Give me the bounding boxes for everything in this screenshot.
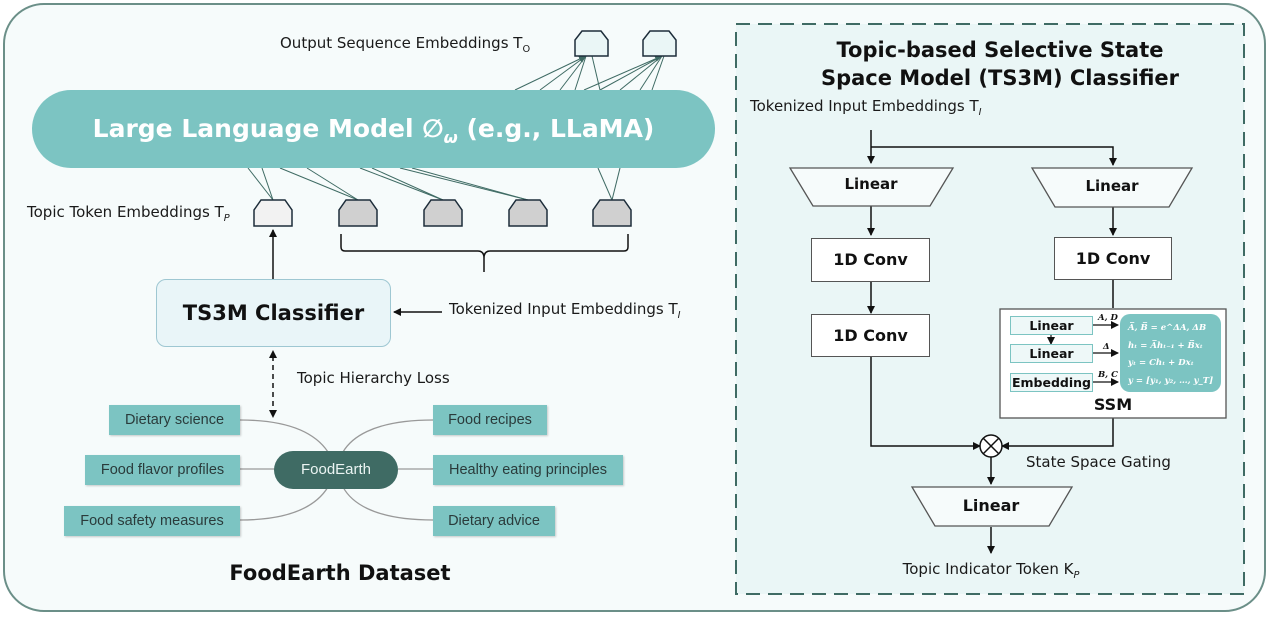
llm-block: Large Language Model ∅ω (e.g., LLaMA) <box>32 90 715 168</box>
token-llm-connections <box>247 167 621 201</box>
ssm-linear-2: Linear <box>1010 344 1093 363</box>
input-token-4 <box>592 199 632 227</box>
output-token-1 <box>574 30 609 57</box>
ts3m-title-line2: Space Model (TS3M) Classifier <box>820 66 1180 90</box>
topic-healthy-eating: Healthy eating principles <box>433 455 623 485</box>
output-token-2 <box>642 30 677 57</box>
ssm-arrows <box>1047 321 1119 386</box>
dataset-caption: FoodEarth Dataset <box>229 561 451 585</box>
ssm-eq-3: yₜ = Chₜ + Dxₜ <box>1128 358 1194 368</box>
ssm-arrow-label-delta: Δ <box>1103 342 1110 352</box>
loss-arrow-down <box>269 410 277 418</box>
topic-food-safety-measures: Food safety measures <box>64 506 240 536</box>
ts3m-title-line1: Topic-based Selective State <box>836 38 1164 62</box>
ssm-equations: A̅, B̅ = e^ΔA, ΔB hₜ = A̅hₜ₋₁ + B̅xₜ yₜ … <box>1120 314 1221 392</box>
topic-dietary-advice: Dietary advice <box>433 506 555 536</box>
left-conv1-block: 1D Conv <box>811 238 930 282</box>
left-linear-shape <box>788 167 955 207</box>
ts3m-classifier-block: TS3M Classifier <box>156 279 391 347</box>
state-space-gating-label: State Space Gating <box>1026 453 1171 471</box>
ssm-eq-1: A̅, B̅ = e^ΔA, ΔB <box>1128 323 1207 333</box>
final-linear-label: Linear <box>962 496 1020 515</box>
mindmap-connectors <box>239 419 434 521</box>
output-embeddings-label: Output Sequence Embeddings TO <box>280 34 531 55</box>
ssm-arrow-label-bc: B, C <box>1098 370 1118 380</box>
topic-token-label: Topic Token Embeddings TP <box>27 203 230 224</box>
input-token-3 <box>508 199 548 227</box>
topic-dietary-science: Dietary science <box>109 405 240 435</box>
topic-indicator-token-label: Topic Indicator Token KP <box>902 560 1080 581</box>
topic-token <box>253 199 293 227</box>
ssm-arrow-label-ad: A, D <box>1098 313 1118 323</box>
input-brace <box>340 234 629 272</box>
loss-arrow-up <box>269 350 277 358</box>
left-linear-label: Linear <box>844 175 898 193</box>
ssm-eq-4: y = [y₁, y₂, …, y_T] <box>1128 375 1214 386</box>
ts3m-input-label: Tokenized Input Embeddings TI <box>750 97 982 118</box>
ssm-eq-2: hₜ = A̅hₜ₋₁ + B̅xₜ <box>1128 340 1203 351</box>
right-conv-block: 1D Conv <box>1054 237 1172 280</box>
tokenized-input-label: Tokenized Input Embeddings TI <box>449 300 681 321</box>
topic-hierarchy-loss-label: Topic Hierarchy Loss <box>297 369 450 387</box>
foodearth-hub: FoodEarth <box>274 451 398 489</box>
right-linear-label: Linear <box>1085 177 1139 195</box>
ts3m-flow <box>867 130 1117 554</box>
right-linear-shape <box>1030 167 1194 208</box>
input-token-1 <box>338 199 378 227</box>
left-conv2-block: 1D Conv <box>811 314 930 357</box>
ssm-linear-1: Linear <box>1010 316 1093 335</box>
topic-food-flavor-profiles: Food flavor profiles <box>85 455 240 485</box>
topic-food-recipes: Food recipes <box>433 405 547 435</box>
llm-output-connections <box>514 55 665 91</box>
ssm-embedding: Embedding <box>1010 373 1093 392</box>
final-linear-shape <box>910 486 1074 527</box>
input-token-2 <box>423 199 463 227</box>
ssm-title: SSM <box>1093 395 1133 414</box>
